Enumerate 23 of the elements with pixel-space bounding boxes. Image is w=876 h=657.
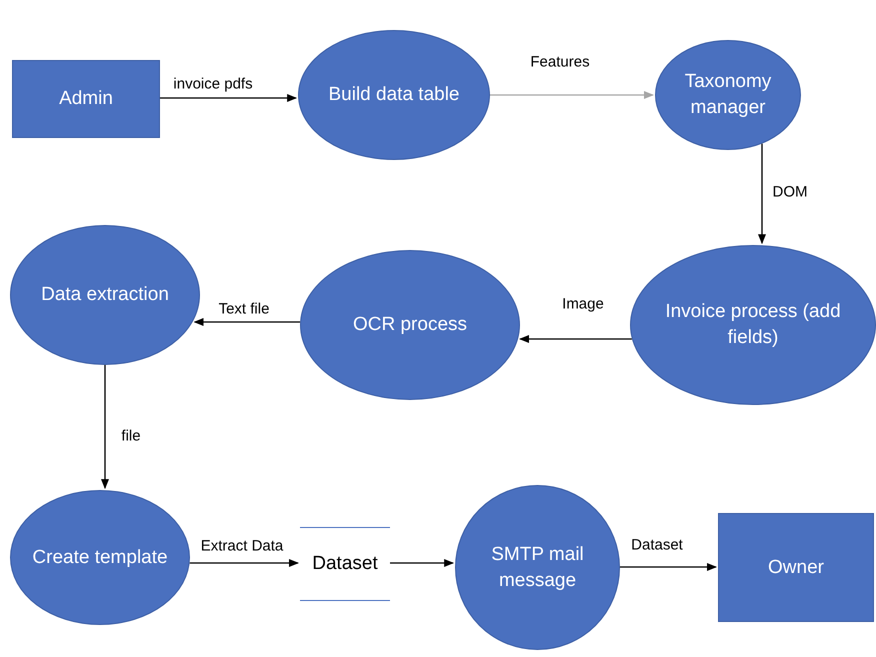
arrow (194, 318, 300, 326)
arrow (620, 563, 717, 571)
arrow (390, 559, 454, 567)
data-store (300, 527, 390, 601)
node-label: Dataset (312, 552, 378, 576)
node-label: Owner (768, 556, 824, 580)
arrow (519, 335, 632, 343)
node-label: Build data table (328, 83, 460, 108)
arrow (190, 559, 299, 567)
node-label: Taxonomy manager (684, 70, 772, 120)
node-label: Create template (32, 546, 168, 570)
edge-label: invoice pdfs (171, 76, 255, 92)
node-label: Data extraction (41, 283, 169, 308)
arrow (490, 91, 654, 99)
entity-box (12, 60, 160, 138)
arrow (160, 94, 298, 102)
arrow (101, 365, 109, 490)
entity-box (718, 513, 874, 622)
node-label: Invoice process (add fields) (664, 300, 842, 350)
node-label: SMTP mail message (490, 542, 585, 592)
node-label: OCR process (352, 313, 468, 338)
arrow (758, 144, 766, 244)
node-label: Admin (59, 87, 113, 112)
